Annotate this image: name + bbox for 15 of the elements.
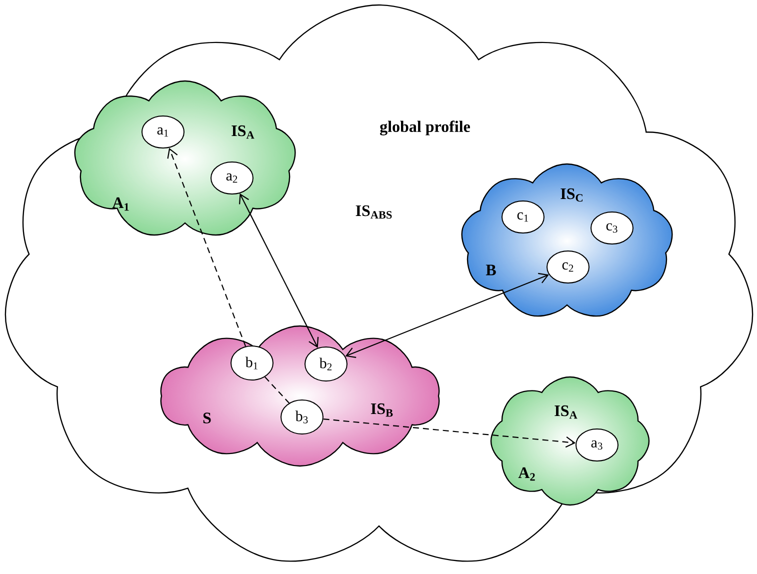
- cloud-label: IS$_{A}$: [554, 405, 578, 419]
- cloud-label: A$_{1}$: [112, 197, 129, 211]
- cloud-label: IS$_{A}$: [232, 125, 254, 139]
- cloud-label: S: [203, 412, 211, 424]
- cloud-label: IS$_{B}$: [371, 403, 393, 417]
- cloud-label: B: [486, 264, 496, 276]
- arrow: [239, 193, 319, 348]
- cloud-label: global profile: [380, 120, 470, 136]
- arrow: [323, 418, 576, 448]
- cloud-label: IS$_{C}$: [560, 188, 582, 202]
- arrow: [167, 148, 246, 346]
- cloud-label: IS$_{ABS}$: [356, 205, 392, 219]
- cloud-label: A$_{2}$: [518, 467, 535, 481]
- arrow: [345, 272, 549, 358]
- dashed-line: [264, 376, 290, 404]
